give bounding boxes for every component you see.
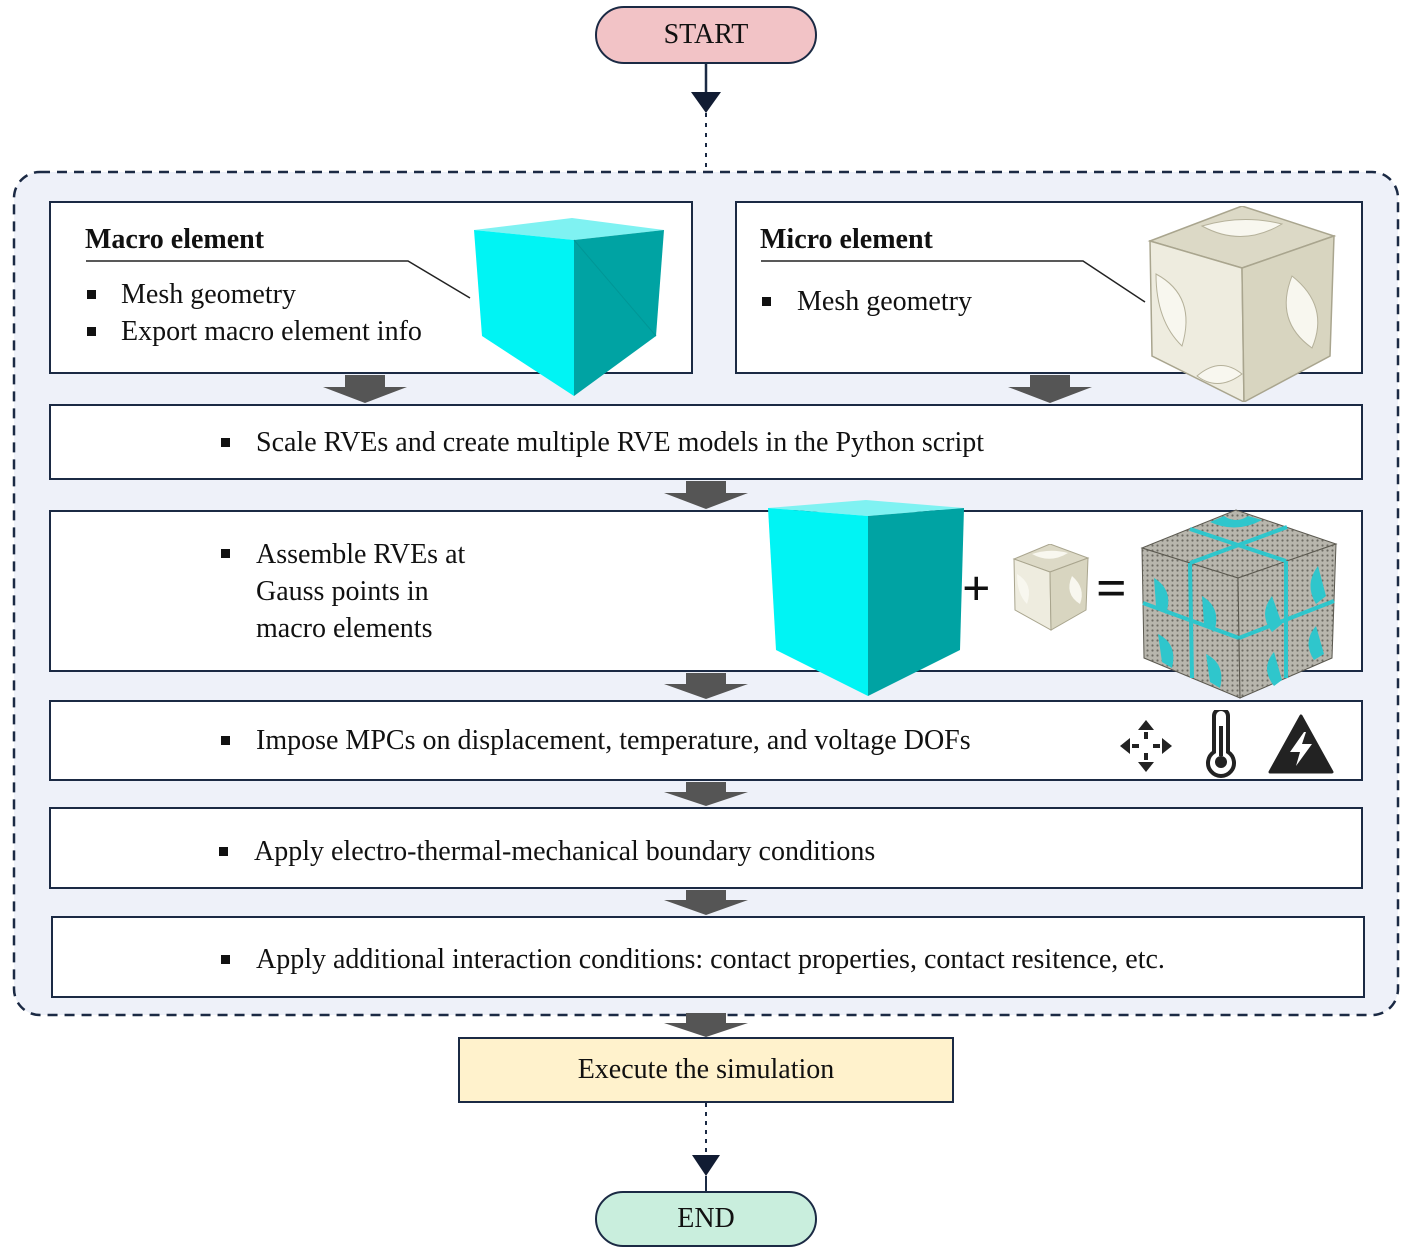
assemble-line-2: Gauss points in <box>256 576 429 607</box>
scale-bullet <box>221 438 230 447</box>
start-arrowhead <box>691 92 721 113</box>
end-arrowhead <box>692 1155 720 1176</box>
arrow-assemble-to-impose <box>664 673 748 699</box>
scale-rves-box <box>49 404 1363 480</box>
thermometer-icon <box>1206 710 1236 778</box>
arrow-macro-to-scale <box>323 375 407 403</box>
interaction-conditions-text: Apply additional interaction conditions:… <box>256 944 1165 975</box>
boundary-bullet <box>219 847 228 856</box>
start-terminal: START <box>595 6 817 64</box>
interaction-conditions-box <box>51 916 1365 998</box>
impose-mpcs-text: Impose MPCs on displacement, temperature… <box>256 725 971 756</box>
voltage-warning-icon <box>1268 714 1334 774</box>
micro-title: Micro element <box>760 224 933 255</box>
micro-element-image <box>1147 206 1337 402</box>
assembly-macro-cube <box>768 500 964 696</box>
assemble-bullet <box>221 549 230 558</box>
arrow-impose-to-boundary <box>664 782 748 806</box>
interaction-bullet <box>221 955 230 964</box>
arrow-panel-to-execute <box>664 1013 748 1037</box>
macro-item-2: Export macro element info <box>121 316 422 347</box>
macro-cube-image <box>474 218 664 396</box>
assemble-line-1: Assemble RVEs at <box>256 539 466 570</box>
execute-box: Execute the simulation <box>458 1037 954 1103</box>
boundary-conditions-text: Apply electro-thermal-mechanical boundar… <box>254 836 876 867</box>
impose-bullet <box>221 736 230 745</box>
scale-rves-text: Scale RVEs and create multiple RVE model… <box>256 427 985 458</box>
arrow-boundary-to-interaction <box>664 890 748 915</box>
boundary-conditions-box <box>49 807 1363 889</box>
end-label: END <box>677 1203 735 1234</box>
micro-item-1: Mesh geometry <box>797 286 972 317</box>
micro-bullet-1 <box>762 297 771 306</box>
macro-leader-line <box>86 260 471 299</box>
equals-sign: = <box>1096 558 1127 618</box>
assembly-micro-rve <box>1012 544 1090 631</box>
macro-bullet-1 <box>87 290 96 299</box>
assembled-mesh-image <box>1140 509 1338 699</box>
macro-title: Macro element <box>85 224 265 255</box>
move-arrows-icon <box>1120 720 1172 772</box>
macro-item-1: Mesh geometry <box>121 279 296 310</box>
plus-sign: + <box>962 560 991 616</box>
execute-label: Execute the simulation <box>577 1054 835 1085</box>
start-label: START <box>663 19 749 50</box>
end-terminal: END <box>595 1191 817 1247</box>
arrow-micro-to-scale <box>1008 375 1092 403</box>
macro-bullet-2 <box>87 327 96 336</box>
arrow-scale-to-assemble <box>664 481 748 509</box>
assemble-line-3: macro elements <box>256 613 433 644</box>
micro-leader-line <box>761 260 1146 303</box>
